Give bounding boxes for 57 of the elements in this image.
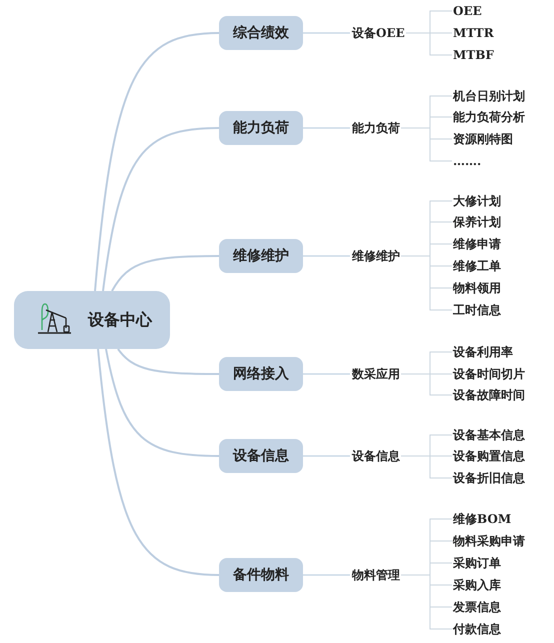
leaf-label: 物料领用 (453, 280, 501, 296)
leaf-label: 能力负荷分析 (453, 109, 525, 125)
curved-branch-line (102, 127, 220, 292)
connector-line (303, 574, 350, 576)
bracket-line (400, 456, 452, 478)
subtopic-label: 设备OEE (352, 25, 405, 41)
leaf-label: 设备折旧信息 (453, 470, 525, 486)
leaf-label: 付款信息 (453, 621, 501, 637)
leaf-label: MTTR (453, 25, 494, 41)
curved-branch-line (97, 348, 220, 576)
bracket-line (400, 256, 452, 310)
leaf-label: 大修计划 (453, 193, 501, 209)
bracket-line (400, 128, 452, 162)
connector-line (303, 127, 350, 129)
connector-line (303, 255, 350, 257)
leaf-label: 工时信息 (453, 302, 501, 318)
leaf-label: 资源刚特图 (453, 131, 513, 147)
connector-line (303, 373, 350, 375)
subtopic-label: 设备信息 (352, 448, 400, 464)
leaf-label: 机台日别计划 (453, 88, 525, 104)
topic-box: 维修维护 (219, 239, 303, 273)
subtopic-label: 维修维护 (352, 248, 400, 264)
central-topic-box (14, 291, 170, 349)
bracket-line (400, 574, 452, 630)
topic-box: 设备信息 (219, 439, 303, 473)
connector-line (303, 455, 350, 457)
leaf-label: 采购入库 (453, 577, 501, 593)
leaf-label: 设备基本信息 (453, 427, 525, 443)
leaf-label: 设备时间切片 (453, 366, 525, 382)
bracket-line (406, 32, 452, 56)
bracket-line (400, 374, 452, 396)
subtopic-label: 物料管理 (352, 567, 400, 583)
subtopic-label: 能力负荷 (352, 120, 400, 136)
topic-box: 综合绩效 (219, 16, 303, 50)
leaf-label: ……. (453, 153, 482, 169)
leaf-label: 发票信息 (453, 599, 501, 615)
leaf-label: 设备故障时间 (453, 387, 525, 403)
curved-branch-line (105, 348, 220, 457)
leaf-label: 物料采购申请 (453, 533, 525, 549)
leaf-label: OEE (453, 3, 482, 19)
leaf-label: 保养计划 (453, 214, 501, 230)
topic-box: 能力负荷 (219, 111, 303, 145)
connector-line (303, 32, 350, 34)
subtopic-label: 数采应用 (352, 366, 400, 382)
topic-box: 备件物料 (219, 558, 303, 592)
leaf-label: MTBF (453, 47, 494, 63)
topic-box: 网络接入 (219, 357, 303, 391)
curved-branch-line (117, 348, 219, 375)
leaf-label: 设备购置信息 (453, 448, 525, 464)
leaf-label: 维修工单 (453, 258, 501, 274)
leaf-label: 采购订单 (453, 555, 501, 571)
curved-branch-line (94, 32, 220, 292)
leaf-label: 维修申请 (453, 236, 501, 252)
curved-branch-line (111, 255, 219, 292)
leaf-label: 维修BOM (453, 511, 512, 527)
central-topic-title: 设备中心 (88, 310, 152, 330)
leaf-label: 设备利用率 (453, 344, 513, 360)
